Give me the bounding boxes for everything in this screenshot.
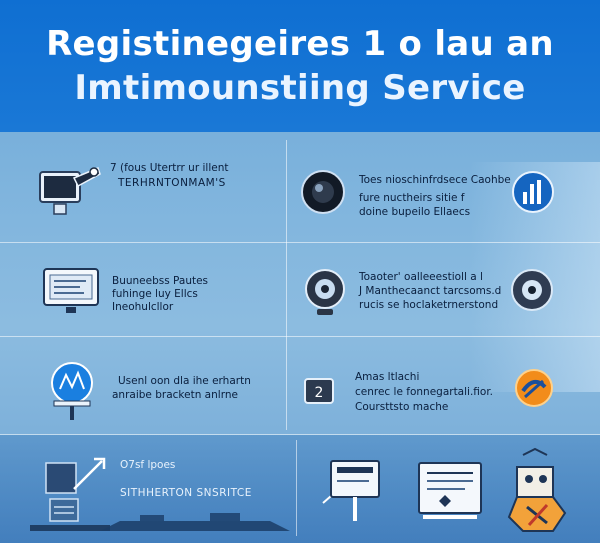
laptop-icon — [43, 268, 99, 313]
service-line: rucis se hoclaketrnerstond — [359, 299, 499, 311]
service-line: 7 (fous Utertrr ur illent — [110, 162, 229, 174]
service-card[interactable]: 2 Amas ltlachi cenrec le fonnegartali.fi… — [287, 337, 600, 434]
service-line: fure nuctheirs sitie f — [359, 192, 465, 204]
service-line: Toes nioschinfrdsece Caohbe — [359, 174, 511, 186]
service-line: Ineohulcllor — [112, 301, 174, 313]
column-divider — [286, 140, 287, 430]
title-line-1: Registinegeires 1 o lau an — [46, 24, 554, 64]
service-line: cenrec le fonnegartali.fior. — [355, 386, 494, 398]
document-icon — [418, 462, 482, 519]
service-card[interactable] — [297, 435, 600, 543]
header-banner: Registinegeires 1 o lau an Imtimounstiin… — [0, 0, 600, 132]
service-line: Amas ltlachi — [355, 371, 420, 383]
ship-icon — [100, 513, 290, 531]
service-line: SITHHERTON SNSRITCE — [120, 487, 252, 499]
webcam-icon — [511, 269, 553, 311]
service-line: TERHRNTONMAM'S — [118, 177, 226, 189]
row-divider — [0, 434, 600, 435]
globe-icon — [51, 362, 93, 420]
bar-chart-icon — [512, 171, 554, 213]
server-arrow-icon — [30, 457, 110, 531]
service-card[interactable]: Toaoter' oalleeestioll a l J Manthecaanc… — [287, 243, 600, 336]
robot-tools-icon — [507, 447, 567, 532]
chip-icon: 2 — [304, 378, 334, 404]
services-grid: 7 (fous Utertrr ur illent TERHRNTONMAM'S… — [0, 132, 600, 543]
service-line: doine bupeilo Ellaecs — [359, 206, 471, 218]
service-line: Usenl oon dla ihe erhartn — [118, 375, 251, 387]
service-line: J Manthecaanct tarcsoms.d — [359, 285, 502, 297]
column-divider — [296, 440, 297, 536]
service-line: anraibe bracketn anlrne — [112, 389, 238, 401]
service-line: Buuneebss Pautes — [112, 275, 209, 287]
service-line: Coursttsto mache — [355, 401, 449, 413]
row-divider — [0, 336, 600, 337]
svg-text:2: 2 — [315, 385, 324, 401]
service-card[interactable]: Usenl oon dla ihe erhartn anraibe bracke… — [0, 337, 286, 434]
camera-lens-icon — [301, 170, 345, 214]
webcam-icon — [305, 269, 345, 315]
service-line: Toaoter' oalleeestioll a l — [359, 271, 483, 283]
service-line: O7sf lpoes — [120, 459, 176, 471]
service-card[interactable]: 7 (fous Utertrr ur illent TERHRNTONMAM'S — [0, 132, 286, 242]
service-card[interactable]: Buuneebss Pautes fuhinge luy Ellcs Ineoh… — [0, 243, 286, 336]
title-line-2: Imtimounstiing Service — [74, 68, 526, 108]
shield-icon — [515, 369, 553, 407]
monitor-wrench-icon — [39, 166, 101, 215]
service-card[interactable]: Toes nioschinfrdsece Caohbe fure nucthei… — [287, 132, 600, 242]
monitor-icon — [322, 460, 380, 521]
service-card[interactable]: O7sf lpoes SITHHERTON SNSRITCE — [0, 435, 296, 543]
row-divider — [0, 242, 600, 243]
service-line: fuhinge luy Ellcs — [112, 288, 198, 300]
